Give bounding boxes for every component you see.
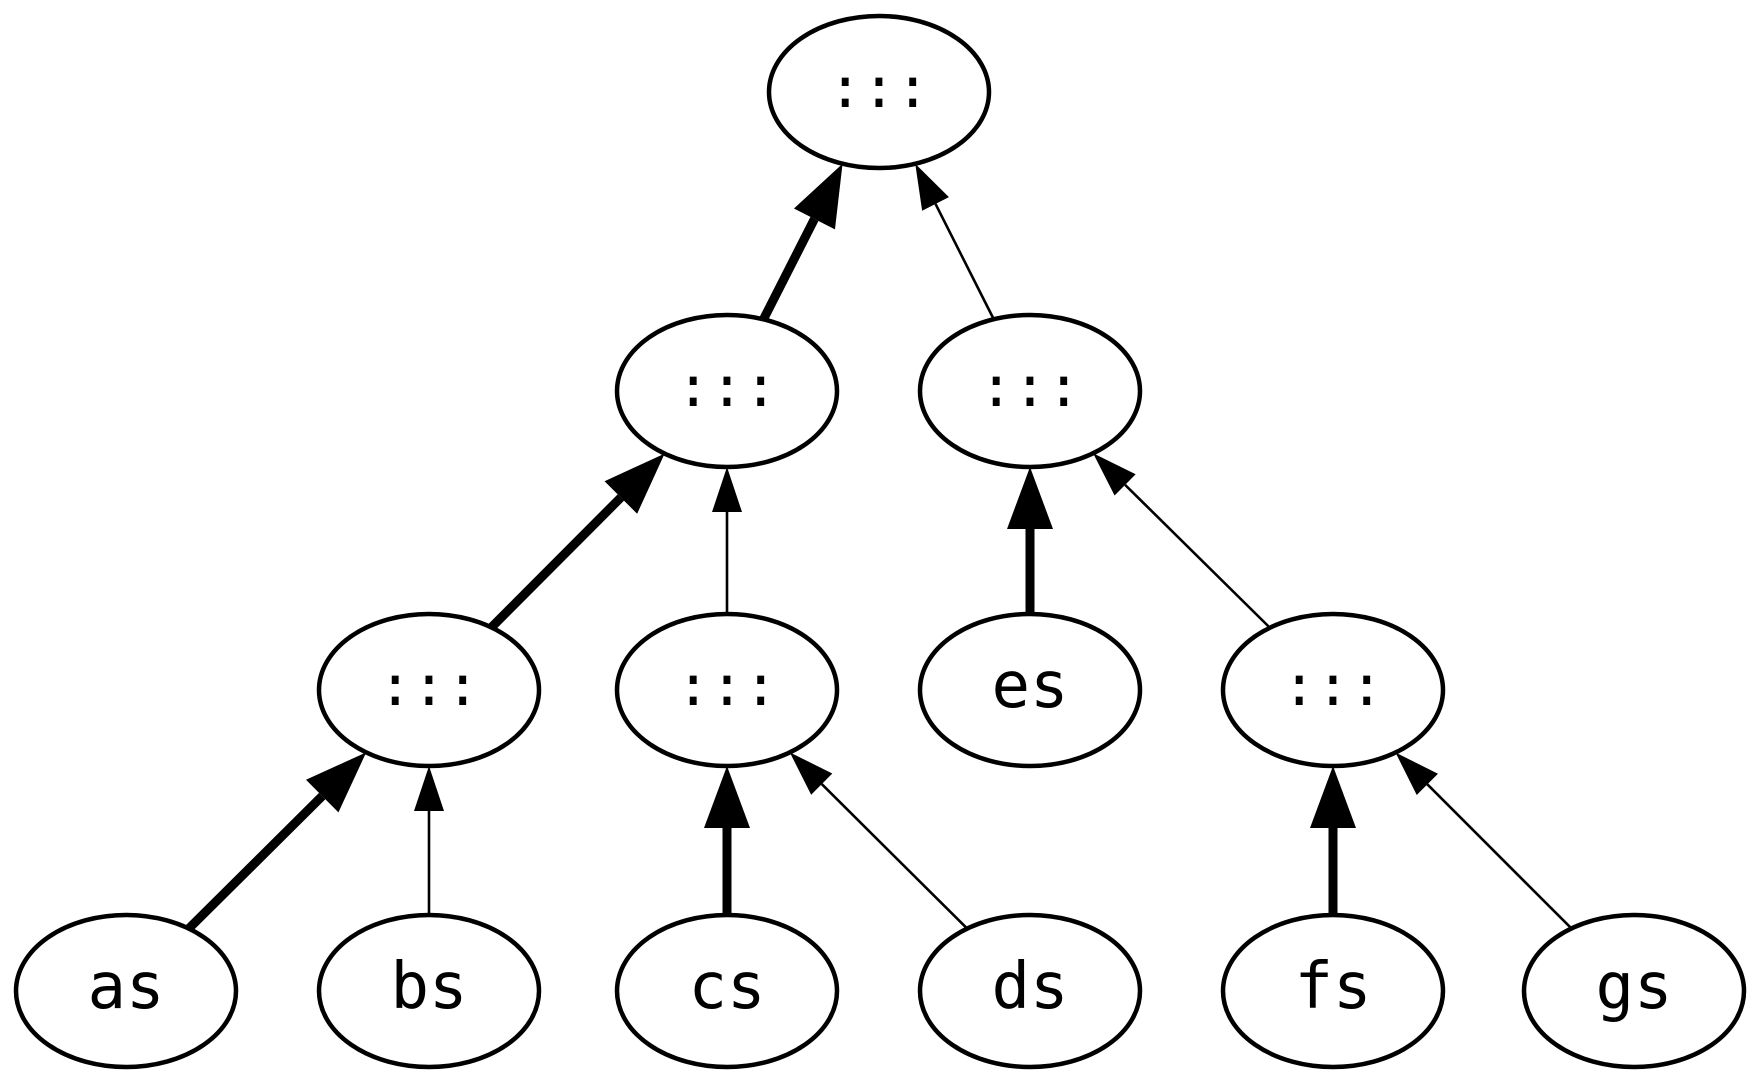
- node-ellipse: [614, 312, 840, 470]
- arrowhead: [1310, 766, 1356, 828]
- node-layer: :::::::::::::::es:::as bs cs ds fs gs: [13, 13, 1747, 1070]
- node-label-bs: bs: [390, 950, 467, 1024]
- edge-es-to-right: [1007, 467, 1053, 614]
- node-ellipse: [766, 13, 992, 171]
- node-label-right: :::: [979, 355, 1080, 420]
- node-ellipse: [917, 312, 1143, 470]
- node-ellipse: [917, 912, 1143, 1070]
- edge-line: [759, 216, 819, 322]
- arrowhead: [414, 766, 444, 811]
- edge-line: [1124, 483, 1271, 629]
- edge-as-to-left-left: [185, 752, 367, 932]
- node-label-left: :::: [676, 355, 777, 420]
- edge-fs-to-right-right: [1310, 766, 1356, 915]
- node-label-ds: ds: [991, 950, 1068, 1024]
- node-ellipse: [1521, 912, 1747, 1070]
- node-ellipse: [316, 611, 542, 769]
- node-ellipse: [316, 912, 542, 1070]
- node-label-as: as: [87, 950, 164, 1024]
- arrowhead: [1093, 453, 1136, 496]
- node-label-left-right: :::: [676, 654, 777, 719]
- node-left-right: :::: [614, 611, 840, 769]
- node-label-gs: gs: [1595, 950, 1672, 1024]
- edge-line: [1426, 783, 1573, 930]
- node-bs: bs: [316, 912, 542, 1070]
- node-label-root: :::: [828, 56, 929, 121]
- node-as: as: [13, 912, 239, 1070]
- arrowhead: [915, 163, 949, 211]
- node-label-fs: fs: [1294, 950, 1371, 1024]
- node-ellipse: [917, 611, 1143, 769]
- node-left: :::: [614, 312, 840, 470]
- edge-layer: [185, 163, 1573, 932]
- edge-line: [820, 783, 969, 930]
- arrowhead: [789, 752, 833, 795]
- arrowhead: [704, 766, 750, 828]
- edge-bs-to-left-left: [414, 766, 444, 915]
- node-ellipse: [1220, 912, 1446, 1070]
- node-ellipse: [1220, 611, 1446, 769]
- node-ellipse: [614, 912, 840, 1070]
- arrowhead: [1007, 467, 1053, 529]
- node-gs: gs: [1521, 912, 1747, 1070]
- arrowhead: [793, 163, 843, 230]
- edge-ds-to-left-right: [789, 752, 969, 930]
- node-cs: cs: [614, 912, 840, 1070]
- edge-right-right-to-right: [1093, 453, 1271, 629]
- node-fs: fs: [1220, 912, 1446, 1070]
- node-label-left-left: :::: [378, 654, 479, 719]
- edge-left-right-to-left: [712, 467, 742, 614]
- node-label-cs: cs: [688, 950, 765, 1024]
- edge-left-left-to-left: [488, 453, 665, 631]
- edge-right-to-root: [915, 163, 995, 320]
- node-right: :::: [917, 312, 1143, 470]
- node-es: es: [917, 611, 1143, 769]
- node-label-es: es: [991, 649, 1068, 723]
- arrowhead: [712, 467, 742, 512]
- edge-gs-to-right-right: [1395, 752, 1573, 930]
- node-root: :::: [766, 13, 992, 171]
- edge-left-to-root: [759, 163, 843, 322]
- edge-line: [488, 494, 625, 631]
- node-ellipse: [13, 912, 239, 1070]
- edge-line: [934, 203, 995, 320]
- edge-cs-to-left-right: [704, 766, 750, 915]
- node-right-right: :::: [1220, 611, 1446, 769]
- arrowhead: [1395, 752, 1438, 795]
- node-ellipse: [614, 611, 840, 769]
- node-label-right-right: :::: [1282, 654, 1383, 719]
- node-ds: ds: [917, 912, 1143, 1070]
- arrowhead: [604, 453, 665, 514]
- node-left-left: :::: [316, 611, 542, 769]
- arrowhead: [305, 752, 367, 813]
- edge-line: [185, 792, 326, 932]
